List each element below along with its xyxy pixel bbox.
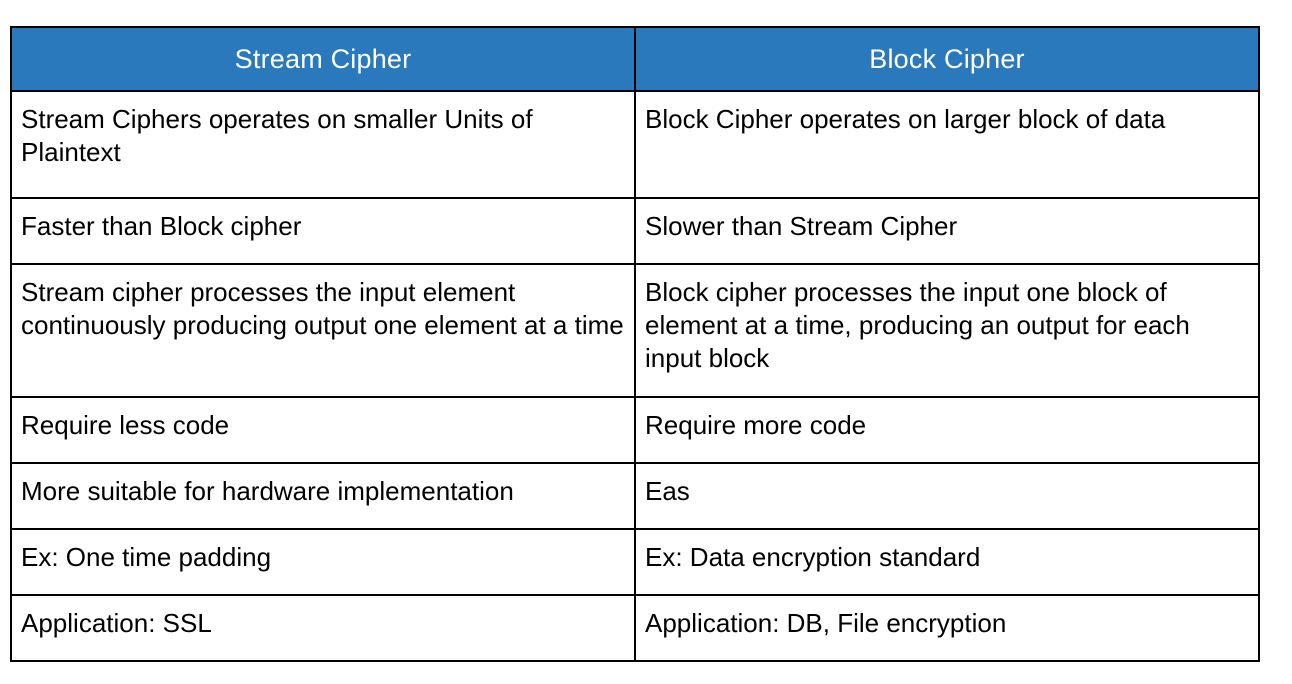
cell-block-4: Eas [634,462,1260,530]
cell-block-1: Slower than Stream Cipher [634,197,1260,265]
table-body: Stream Ciphers operates on smaller Units… [10,90,1260,662]
cell-text: Stream cipher processes the input elemen… [21,277,624,340]
cell-stream-5: Ex: One time padding [10,528,636,596]
table-row: Faster than Block cipher Slower than Str… [10,197,1260,265]
cell-text: Require more code [645,410,867,440]
cell-stream-2: Stream cipher processes the input elemen… [10,263,636,398]
cell-stream-4: More suitable for hardware implementatio… [10,462,636,530]
cell-stream-6: Application: SSL [10,594,636,662]
cell-stream-3: Require less code [10,396,636,464]
table-row: Stream cipher processes the input elemen… [10,263,1260,398]
cell-stream-1: Faster than Block cipher [10,197,636,265]
cell-stream-0: Stream Ciphers operates on smaller Units… [10,90,636,199]
table-row: More suitable for hardware implementatio… [10,462,1260,530]
cell-block-3: Require more code [634,396,1260,464]
column-header-stream-cipher: Stream Cipher [10,26,636,92]
cell-text: Faster than Block cipher [21,211,302,241]
table-row: Ex: One time padding Ex: Data encryption… [10,528,1260,596]
cell-block-6: Application: DB, File encryption [634,594,1260,662]
cell-block-5: Ex: Data encryption standard [634,528,1260,596]
cell-text: Application: DB, File encryption [645,608,1007,638]
cell-text: More suitable for hardware implementatio… [21,476,514,506]
cell-text: Slower than Stream Cipher [645,211,958,241]
cell-text: Block Cipher operates on larger block of… [645,104,1166,134]
cipher-comparison-table: Stream Cipher Block Cipher Stream Cipher… [10,26,1260,662]
cell-block-2: Block cipher processes the input one blo… [634,263,1260,398]
cell-text: Ex: Data encryption standard [645,542,981,572]
cell-block-0: Block Cipher operates on larger block of… [634,90,1260,199]
cell-text: Eas [645,476,690,506]
table-header-row: Stream Cipher Block Cipher [10,26,1260,92]
cell-text: Application: SSL [21,608,212,638]
table-row: Application: SSL Application: DB, File e… [10,594,1260,662]
cell-text: Stream Ciphers operates on smaller Units… [21,104,533,167]
column-header-block-cipher: Block Cipher [634,26,1260,92]
table-row: Require less code Require more code [10,396,1260,464]
cell-text: Ex: One time padding [21,542,272,572]
table-header: Stream Cipher Block Cipher [10,26,1260,92]
table-row: Stream Ciphers operates on smaller Units… [10,90,1260,199]
cell-text: Require less code [21,410,230,440]
cell-text: Block cipher processes the input one blo… [645,277,1190,373]
